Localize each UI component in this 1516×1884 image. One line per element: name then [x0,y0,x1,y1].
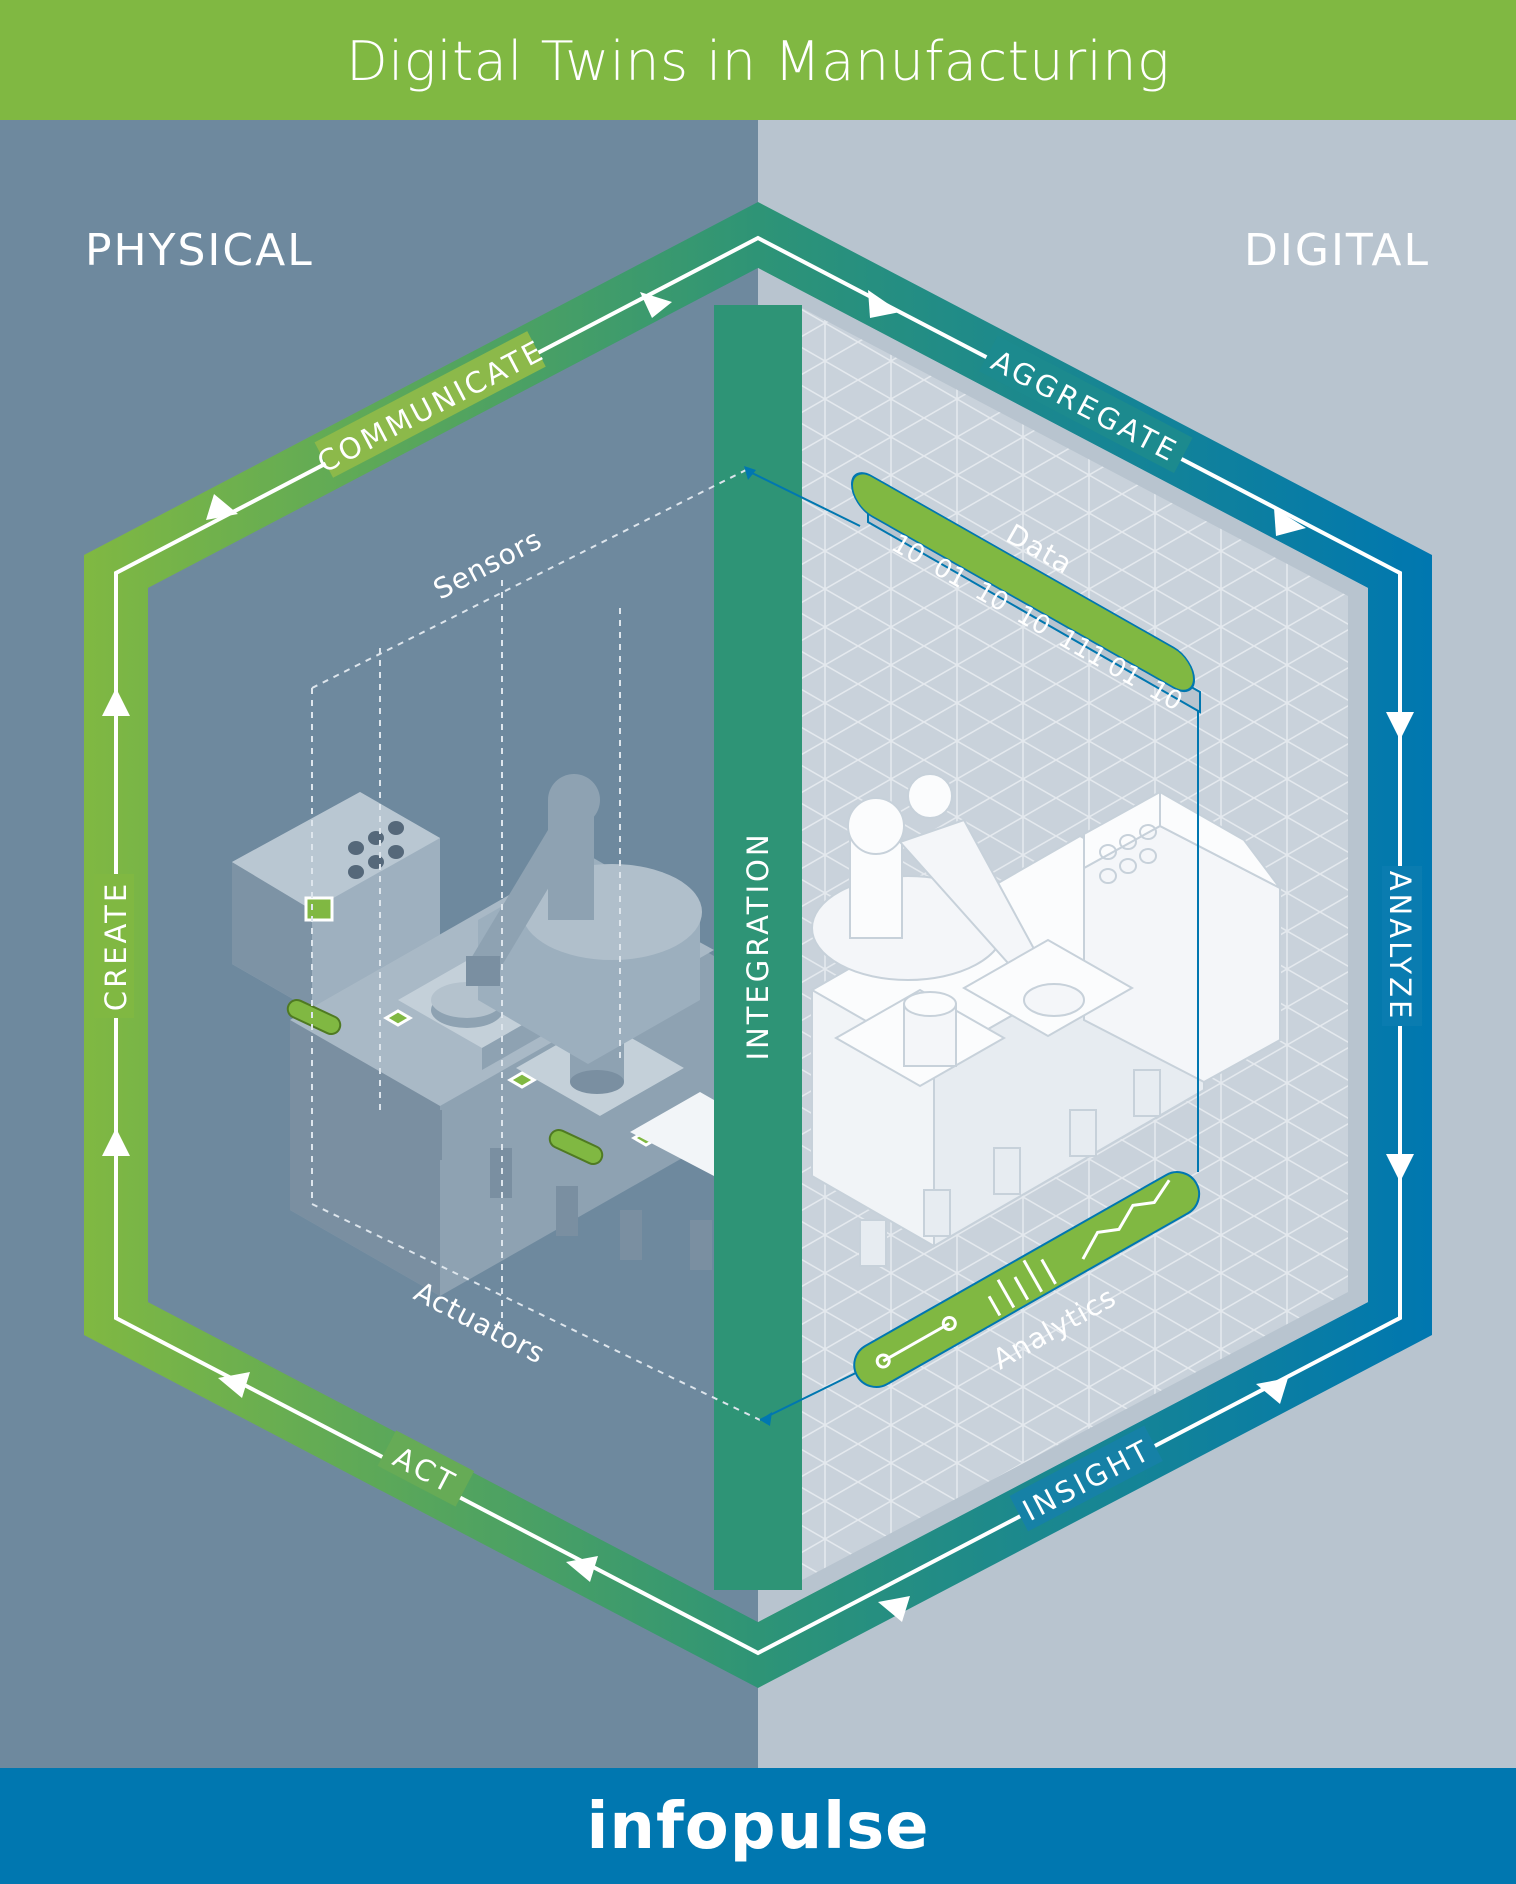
label-create: CREATE [99,881,133,1011]
bar-sparkline [987,1258,1057,1317]
physical-label: PHYSICAL [85,225,314,276]
line-sparkline [1081,1179,1171,1260]
arrow-icon [218,1372,250,1398]
control-panel-icon [232,792,440,1010]
integration-bar [714,305,802,1590]
arrow-icon [1274,508,1306,536]
physical-machine [232,774,714,1296]
actuator-icon [286,998,342,1036]
arrow-icon [1386,1154,1414,1182]
arrow-icon [206,494,238,520]
robot-arm-icon [466,774,702,1064]
cycle-path [114,235,1402,1656]
sensor-icon [304,896,334,922]
sensor-icon [383,1009,413,1027]
data-bits-strip [851,472,1195,693]
digital-machine [809,773,1281,1267]
arrow-icon [640,292,672,318]
label-analyze: ANALYZE [1383,871,1417,1022]
page-title: Digital Twins in Manufacturing [346,30,1170,93]
arrow-icon [868,290,900,318]
cycle-arrows [102,290,1414,1622]
arrow-icon [744,466,756,480]
footer-bar: infopulse [0,1768,1516,1884]
guide-lines [311,469,761,1421]
sensor-icon [507,1071,537,1089]
infopulse-logo: infopulse [586,1790,929,1864]
arrow-icon [566,1556,598,1582]
arrow-icon [1386,712,1414,740]
arrow-icon [102,688,130,716]
label-integration: INTEGRATION [741,831,775,1060]
arrow-icon [1256,1378,1288,1404]
header-bar: Digital Twins in Manufacturing [0,0,1516,120]
arrow-icon [102,1128,130,1156]
arrow-icon [878,1596,910,1622]
digital-label: DIGITAL [1244,225,1430,276]
arrow-icon [760,1412,772,1426]
actuator-icon [548,1128,604,1166]
flow-lines [745,469,1199,1421]
